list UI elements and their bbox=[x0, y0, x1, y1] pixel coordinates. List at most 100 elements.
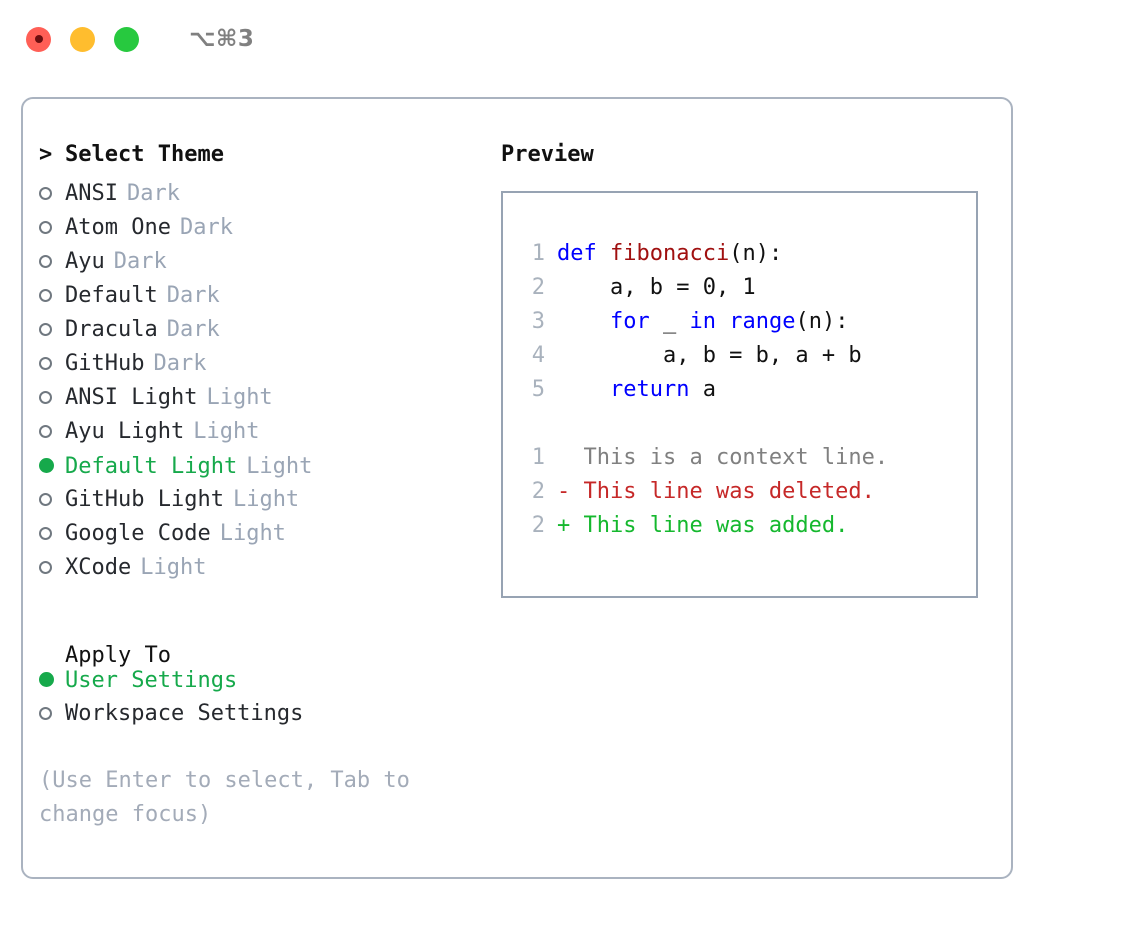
radio-selected-icon bbox=[39, 457, 54, 473]
theme-name-label: XCode bbox=[65, 554, 132, 580]
apply-to-heading-row: Apply To bbox=[39, 628, 489, 668]
code-line: 3 for _ in range(n): bbox=[515, 305, 976, 339]
code-token: _ bbox=[649, 309, 690, 334]
theme-list-item[interactable]: Google Code Light bbox=[39, 516, 489, 550]
theme-name-label: Default Light bbox=[65, 453, 238, 479]
diff-line-content: This line was deleted. bbox=[570, 479, 875, 504]
code-line-content: for _ in range(n): bbox=[557, 305, 848, 339]
apply-to-option[interactable]: User Settings bbox=[39, 662, 489, 696]
radio-unselected-icon[interactable] bbox=[39, 380, 65, 414]
theme-category-tag: Light bbox=[140, 554, 207, 580]
theme-name-label: Ayu Light bbox=[65, 418, 185, 444]
diff-line-content: This is a context line. bbox=[570, 445, 889, 470]
code-blank-line bbox=[515, 407, 976, 441]
code-token: return bbox=[609, 377, 690, 402]
keyboard-shortcut-label: ⌥⌘3 bbox=[189, 26, 255, 52]
radio-unselected-icon bbox=[39, 390, 52, 404]
theme-name-label: Atom One bbox=[65, 214, 171, 240]
theme-list-item[interactable]: Ayu Dark bbox=[39, 244, 489, 278]
code-token: (n): bbox=[729, 241, 783, 266]
theme-name-label: ANSI Light bbox=[65, 384, 198, 410]
theme-list-item[interactable]: ANSI Light Light bbox=[39, 380, 489, 414]
code-token: a bbox=[689, 377, 716, 402]
minimize-button[interactable] bbox=[70, 26, 95, 52]
theme-name-label: Google Code bbox=[65, 520, 211, 546]
theme-category-tag: Light bbox=[219, 520, 286, 546]
theme-name-label: GitHub Light bbox=[65, 486, 224, 512]
code-line: 2 a, b = 0, 1 bbox=[515, 271, 976, 305]
code-line-number: 1 bbox=[531, 241, 545, 266]
prompt-marker-icon: > bbox=[39, 142, 53, 167]
radio-selected-icon[interactable] bbox=[39, 662, 65, 696]
radio-unselected-icon bbox=[39, 706, 52, 720]
diff-line: 2+ This line was added. bbox=[515, 509, 976, 543]
diff-line-number: 1 bbox=[531, 445, 545, 470]
code-token bbox=[557, 377, 610, 402]
code-line: 5 return a bbox=[515, 373, 976, 407]
theme-category-tag: Dark bbox=[113, 248, 167, 274]
code-line-number: 5 bbox=[531, 377, 545, 402]
code-line-content: a, b = b, a + b bbox=[557, 339, 862, 373]
radio-unselected-icon[interactable] bbox=[39, 210, 65, 244]
close-button[interactable] bbox=[26, 26, 51, 52]
radio-selected-icon[interactable] bbox=[39, 448, 65, 482]
theme-list-item[interactable]: ANSI Dark bbox=[39, 176, 489, 210]
theme-category-tag: Dark bbox=[179, 214, 233, 240]
radio-unselected-icon[interactable] bbox=[39, 516, 65, 550]
code-token bbox=[597, 241, 610, 266]
radio-unselected-icon[interactable] bbox=[39, 696, 65, 730]
theme-category-tag: Dark bbox=[126, 180, 180, 206]
code-line-number: 2 bbox=[531, 275, 545, 300]
theme-name-label: Default bbox=[65, 282, 158, 308]
theme-list-item[interactable]: Atom One Dark bbox=[39, 210, 489, 244]
radio-unselected-icon[interactable] bbox=[39, 550, 65, 584]
apply-to-label: User Settings bbox=[65, 667, 238, 693]
keyboard-hint-text: (Use Enter to select, Tab to change focu… bbox=[39, 768, 410, 827]
theme-name-label: ANSI bbox=[65, 180, 118, 206]
radio-unselected-icon[interactable] bbox=[39, 278, 65, 312]
theme-list-item[interactable]: Default Dark bbox=[39, 278, 489, 312]
theme-list-item[interactable]: XCode Light bbox=[39, 550, 489, 584]
theme-category-tag: Dark bbox=[166, 282, 220, 308]
code-line-content: return a bbox=[557, 373, 716, 407]
radio-unselected-icon[interactable] bbox=[39, 414, 65, 448]
radio-unselected-icon[interactable] bbox=[39, 244, 65, 278]
radio-unselected-icon bbox=[39, 526, 52, 540]
heading-indent-spacer bbox=[39, 628, 65, 662]
select-theme-title: Select Theme bbox=[65, 142, 224, 167]
apply-to-option[interactable]: Workspace Settings bbox=[39, 696, 489, 730]
code-token: a, b = b, a + b bbox=[557, 343, 862, 368]
radio-unselected-icon bbox=[39, 220, 52, 234]
code-token: for bbox=[609, 309, 650, 334]
radio-unselected-icon[interactable] bbox=[39, 346, 65, 380]
diff-line: 1 This is a context line. bbox=[515, 441, 976, 475]
radio-unselected-icon[interactable] bbox=[39, 176, 65, 210]
code-line-content: def fibonacci(n): bbox=[557, 237, 782, 271]
radio-unselected-icon[interactable] bbox=[39, 312, 65, 346]
preview-heading: Preview bbox=[501, 142, 594, 167]
radio-unselected-icon[interactable] bbox=[39, 482, 65, 516]
section-spacer bbox=[39, 584, 489, 628]
theme-category-tag: Light bbox=[206, 384, 273, 410]
maximize-button[interactable] bbox=[114, 26, 139, 52]
radio-unselected-icon bbox=[39, 186, 52, 200]
theme-name-label: GitHub bbox=[65, 350, 145, 376]
theme-name-label: Ayu bbox=[65, 248, 105, 274]
code-line-content: a, b = 0, 1 bbox=[557, 271, 756, 305]
diff-line: 2- This line was deleted. bbox=[515, 475, 976, 509]
code-token: fibonacci bbox=[610, 241, 730, 266]
apply-to-label: Workspace Settings bbox=[65, 700, 304, 726]
select-theme-heading: > Select Theme bbox=[39, 142, 489, 176]
code-token: (n): bbox=[795, 309, 849, 334]
diff-sign-icon bbox=[557, 441, 570, 475]
